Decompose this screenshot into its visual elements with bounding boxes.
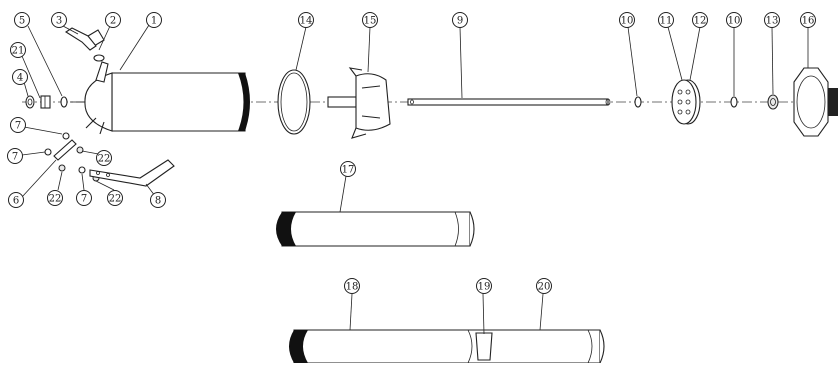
- callout-18: 18: [344, 278, 360, 294]
- part-11-12-perforated-disc: [671, 79, 701, 125]
- callout-21: 21: [10, 42, 26, 58]
- svg-text:2: 2: [110, 16, 116, 27]
- callout-17: 17: [340, 161, 356, 177]
- part-4-nut: [25, 95, 35, 109]
- svg-text:9: 9: [457, 16, 463, 27]
- callout-7b: 7: [7, 148, 23, 164]
- callout-14: 14: [298, 12, 314, 28]
- callout-10b: 10: [726, 12, 742, 28]
- callout-11: 11: [658, 12, 674, 28]
- part-1-head-barrel: [70, 61, 250, 135]
- svg-text:17: 17: [342, 165, 355, 176]
- svg-text:3: 3: [56, 16, 62, 27]
- part-10-washer-b: [730, 96, 738, 108]
- part-21-fitting: [40, 95, 51, 109]
- svg-text:13: 13: [766, 16, 779, 27]
- svg-text:8: 8: [155, 196, 161, 207]
- callout-15: 15: [362, 12, 378, 28]
- callout-7c: 7: [76, 190, 92, 206]
- callout-9: 9: [452, 12, 468, 28]
- part-17-cartridge-tube: [276, 211, 475, 247]
- part-14-ring-seal: [277, 69, 311, 135]
- svg-text:5: 5: [19, 16, 25, 27]
- part-10-washer-a: [634, 96, 642, 108]
- svg-text:16: 16: [802, 16, 815, 27]
- part-19-plunger-disc: [475, 332, 493, 361]
- svg-text:22: 22: [98, 154, 111, 165]
- part-15-plunger: [327, 67, 391, 139]
- svg-text:21: 21: [12, 46, 25, 57]
- svg-text:22: 22: [49, 194, 62, 205]
- svg-text:18: 18: [346, 282, 359, 293]
- svg-text:1: 1: [151, 16, 157, 27]
- callout-5: 5: [14, 12, 30, 28]
- part-6-link: [53, 139, 77, 161]
- callout-12: 12: [692, 12, 708, 28]
- svg-text:20: 20: [538, 282, 551, 293]
- svg-text:14: 14: [300, 16, 313, 27]
- callout-13: 13: [764, 12, 780, 28]
- svg-text:15: 15: [364, 16, 377, 27]
- svg-text:6: 6: [13, 196, 19, 207]
- part-3-tube: [64, 27, 97, 51]
- part-22-clip-b: [58, 164, 66, 172]
- callout-2: 2: [105, 12, 121, 28]
- part-13-nut: [767, 94, 779, 110]
- svg-text:7: 7: [15, 121, 21, 132]
- svg-text:4: 4: [17, 73, 23, 84]
- part-7-pin-c: [78, 166, 86, 174]
- part-5-washer: [60, 96, 68, 108]
- callout-4: 4: [12, 69, 28, 85]
- part-7-pin-a: [62, 132, 70, 140]
- callout-3: 3: [51, 12, 67, 28]
- svg-text:11: 11: [660, 16, 673, 27]
- callout-16: 16: [800, 12, 816, 28]
- svg-text:7: 7: [81, 194, 87, 205]
- callout-22c: 22: [107, 190, 123, 206]
- part-7-pin-b: [44, 148, 52, 156]
- part-20-tube-end: [587, 329, 605, 364]
- svg-text:22: 22: [109, 194, 122, 205]
- svg-text:12: 12: [694, 16, 707, 27]
- callout-8: 8: [150, 192, 166, 208]
- callout-1: 1: [146, 12, 162, 28]
- leader-lines: [21, 24, 809, 335]
- part-16-end-cap: [793, 67, 838, 137]
- svg-text:19: 19: [478, 282, 491, 293]
- part-8-handle: [89, 159, 175, 187]
- callout-19: 19: [476, 278, 492, 294]
- callout-7a: 7: [10, 117, 26, 133]
- part-22-clip-a: [76, 146, 84, 154]
- callout-22b: 22: [47, 190, 63, 206]
- callout-22a: 22: [96, 150, 112, 166]
- part-18-long-tube: [289, 329, 601, 364]
- svg-text:10: 10: [728, 16, 741, 27]
- svg-text:7: 7: [12, 152, 18, 163]
- part-9-rod: [407, 98, 611, 106]
- callout-6: 6: [8, 192, 24, 208]
- callout-10a: 10: [619, 12, 635, 28]
- svg-text:10: 10: [621, 16, 634, 27]
- callout-20: 20: [536, 278, 552, 294]
